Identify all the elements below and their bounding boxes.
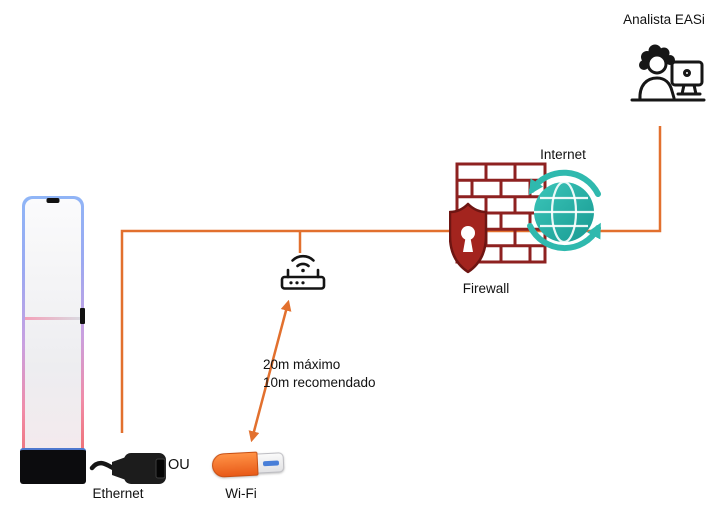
antenna-top-sensor: [46, 198, 60, 203]
keyhole-circle: [461, 226, 475, 240]
distance-note: 20m máximo 10m recomendado: [263, 356, 376, 392]
monitor-screen: [670, 60, 704, 87]
ethernet-adapter-icon: [89, 453, 166, 484]
wifi-usb-dongle-icon: [211, 450, 286, 478]
wifi-label: Wi-Fi: [225, 486, 257, 501]
globe-arrow-bottom: [527, 222, 601, 252]
wifi-dot: [301, 268, 305, 273]
dongle-body: [211, 451, 259, 478]
analyst-body: [638, 76, 676, 102]
internet-label: Internet: [540, 147, 586, 162]
globe-arrow-top: [528, 169, 601, 197]
wifi-router-icon: [280, 254, 326, 290]
antenna-panel: [25, 199, 81, 480]
analyst-label: Analista EASi: [623, 12, 705, 27]
router-led-3: [301, 281, 305, 285]
router-antennas: [286, 268, 320, 279]
keyhole-stem: [463, 238, 473, 252]
antenna-base: [20, 448, 86, 484]
analyst-at-computer-icon: [630, 44, 706, 102]
globe-meridians: [534, 180, 594, 244]
main-connector-line: [120, 126, 662, 433]
wifi-wave-large: [291, 254, 315, 262]
internet-globe-icon: [527, 169, 601, 252]
distance-note-line2: 10m recomendado: [263, 375, 376, 390]
or-label: OU: [168, 457, 190, 473]
antenna-side-connector: [80, 308, 85, 324]
dongle-brand-mark: [262, 459, 279, 466]
ethernet-label: Ethernet: [92, 486, 144, 501]
distance-note-line1: 20m máximo: [263, 357, 341, 372]
antenna-divider: [25, 317, 81, 321]
monitor-logo: [683, 69, 691, 77]
wifi-wave-small: [296, 262, 310, 268]
router-led-2: [295, 281, 299, 285]
monitor-stand: [676, 83, 702, 96]
dongle-cap: [257, 452, 285, 474]
router-body: [280, 275, 326, 290]
analyst-face: [646, 53, 668, 75]
wifi-range-arrow: [248, 299, 292, 443]
eas-antenna: [20, 196, 86, 484]
ethernet-boot: [112, 457, 126, 480]
firewall-label: Firewall: [462, 281, 510, 296]
firewall-icon: [449, 162, 547, 274]
ethernet-cable: [89, 460, 118, 472]
ethernet-body: [124, 453, 166, 484]
router-led-1: [289, 281, 293, 285]
ethernet-port: [155, 458, 166, 479]
